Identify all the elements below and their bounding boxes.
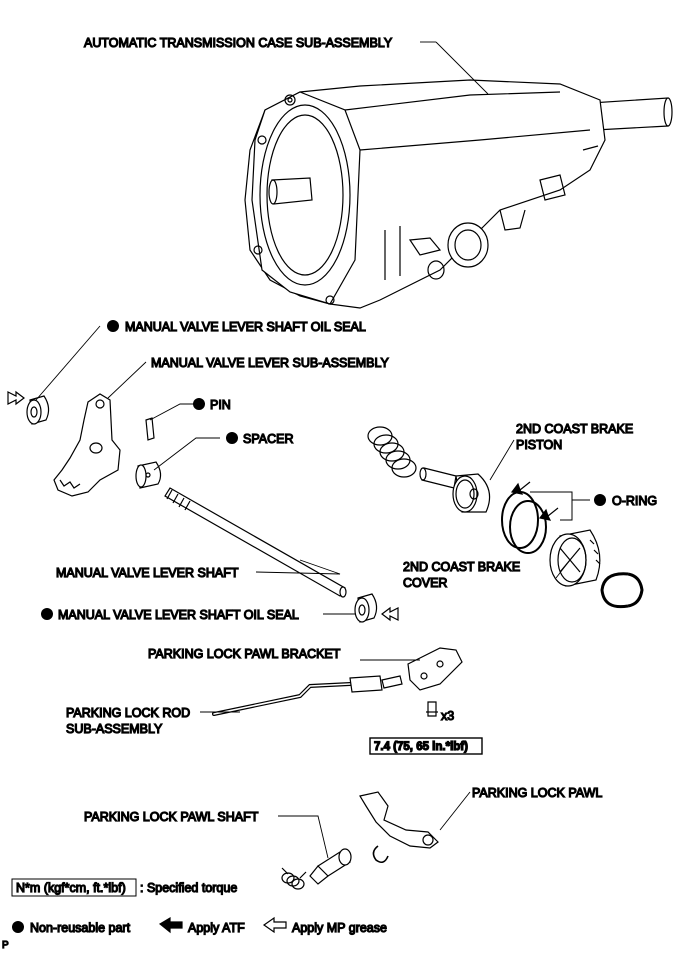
label-oil-seal-top: MANUAL VALVE LEVER SHAFT OIL SEAL — [125, 320, 366, 334]
non-reusable-dots — [12, 320, 606, 933]
label-corner-code: P — [2, 940, 9, 951]
legend-mp-grease-arrow-icon — [262, 916, 287, 934]
label-lever-sub-assembly: MANUAL VALVE LEVER SUB-ASSEMBLY — [151, 356, 389, 370]
label-torque-value: 7.4 (75, 65 in.*lbf) — [374, 741, 468, 753]
label-rod-line2: SUB-ASSEMBLY — [66, 722, 163, 736]
torque-box — [369, 737, 483, 755]
label-cover-line2: COVER — [403, 576, 447, 590]
snap-ring-large — [600, 572, 644, 609]
o-rings — [501, 491, 547, 554]
pin-part — [145, 417, 155, 441]
nonreusable-dot-pin — [193, 398, 205, 410]
spacer-part — [135, 461, 162, 489]
label-piston-line1: 2ND COAST BRAKE — [516, 422, 633, 436]
legend: N*m (kgf*cm, ft.*lbf) : Specified torque… — [11, 878, 388, 936]
manual-valve-lever — [53, 393, 121, 497]
label-pin: PIN — [210, 398, 231, 412]
oil-seal-top — [26, 395, 50, 425]
pawl-torsion-spring — [281, 867, 307, 890]
label-lever-shaft: MANUAL VALVE LEVER SHAFT — [56, 566, 239, 580]
label-cover-line1: 2ND COAST BRAKE — [403, 560, 520, 574]
bracket-bolt — [426, 701, 438, 717]
mp-grease-arrow-top — [7, 390, 25, 406]
nonreusable-dot-legend — [12, 921, 24, 933]
mp-grease-arrow-bottom — [381, 606, 399, 622]
legend-apply-mp: Apply MP grease — [292, 921, 387, 935]
label-bolt-qty: x3 — [441, 709, 454, 723]
label-pawl-shaft: PARKING LOCK PAWL SHAFT — [84, 810, 259, 824]
leader-lines — [35, 41, 571, 859]
legend-atf-arrow-icon — [158, 916, 183, 934]
coast-brake-piston — [419, 467, 491, 513]
parking-lock-pawl — [359, 791, 439, 849]
label-pawl-bracket: PARKING LOCK PAWL BRACKET — [148, 647, 341, 661]
oil-seal-bottom — [354, 593, 378, 623]
manual-valve-lever-shaft — [164, 487, 347, 598]
legend-non-reusable: Non-reusable part — [30, 921, 131, 935]
atf-arrow-oring-1 — [510, 481, 531, 495]
legend-torque-unit: N*m (kgf*cm, ft.*lbf) — [16, 881, 126, 895]
legend-torque-box — [11, 878, 137, 897]
nonreusable-dot-seal-top — [107, 320, 119, 332]
label-piston-line2: PISTON — [516, 438, 562, 452]
label-oil-seal-bottom: MANUAL VALVE LEVER SHAFT OIL SEAL — [58, 608, 299, 622]
parking-lock-pawl-shaft — [309, 848, 352, 885]
nonreusable-dot-spacer — [226, 432, 238, 444]
transmission-case — [244, 79, 673, 309]
label-transmission-case: AUTOMATIC TRANSMISSION CASE SUB-ASSEMBLY — [84, 36, 393, 50]
nonreusable-dot-oring — [594, 494, 606, 506]
label-o-ring: O-RING — [612, 494, 657, 508]
label-parking-lock-pawl: PARKING LOCK PAWL — [472, 786, 602, 800]
legend-torque-desc: : Specified torque — [140, 881, 237, 895]
e-ring — [372, 845, 389, 864]
parking-lock-pawl-bracket — [407, 647, 463, 691]
parking-lock-rod — [212, 675, 403, 716]
legend-apply-atf: Apply ATF — [188, 921, 245, 935]
label-rod-line1: PARKING LOCK ROD — [66, 706, 190, 720]
coast-brake-cover — [549, 529, 601, 587]
coast-brake-spring — [367, 426, 417, 478]
label-spacer: SPACER — [243, 432, 293, 446]
atf-arrow-oring-2 — [538, 507, 559, 521]
nonreusable-dot-seal-bottom — [41, 608, 53, 620]
